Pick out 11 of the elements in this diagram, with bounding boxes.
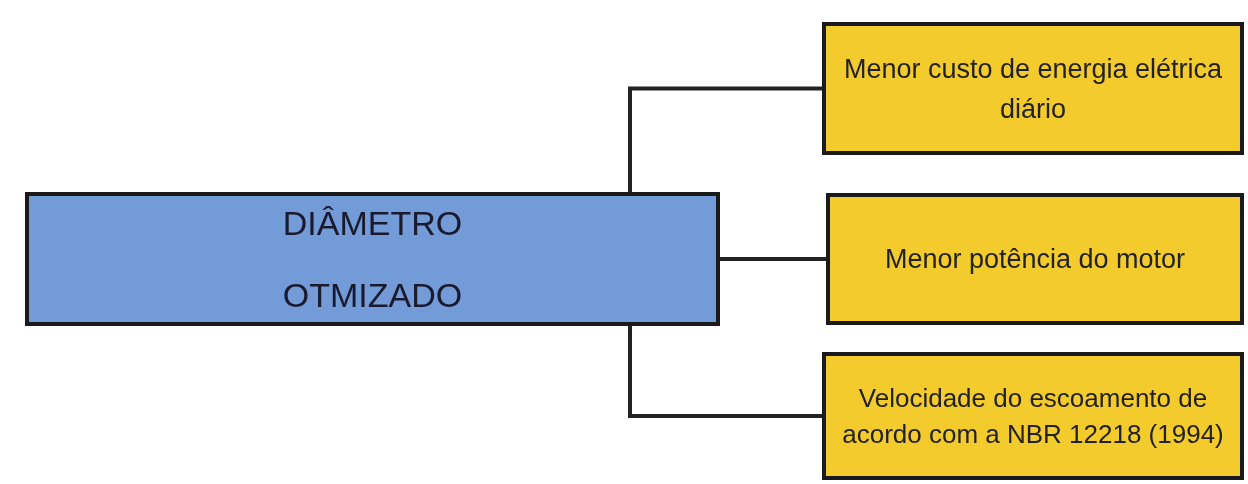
result-box — [822, 352, 1244, 480]
box-label: Menor custo de energia elétrica diário — [842, 52, 1224, 126]
connector-line — [628, 326, 822, 418]
box-label: Velocidade do escoamento de acordo com a NBR 12218 (1994) — [841, 382, 1225, 451]
box-label: Menor potência do motor — [883, 243, 1187, 276]
connector-line — [628, 86, 822, 192]
box-label: DIÂMETRO OTMIZADO — [281, 203, 464, 316]
connector-line — [720, 257, 826, 261]
result-box — [826, 193, 1244, 325]
main-box — [25, 192, 720, 326]
result-box — [822, 22, 1244, 155]
